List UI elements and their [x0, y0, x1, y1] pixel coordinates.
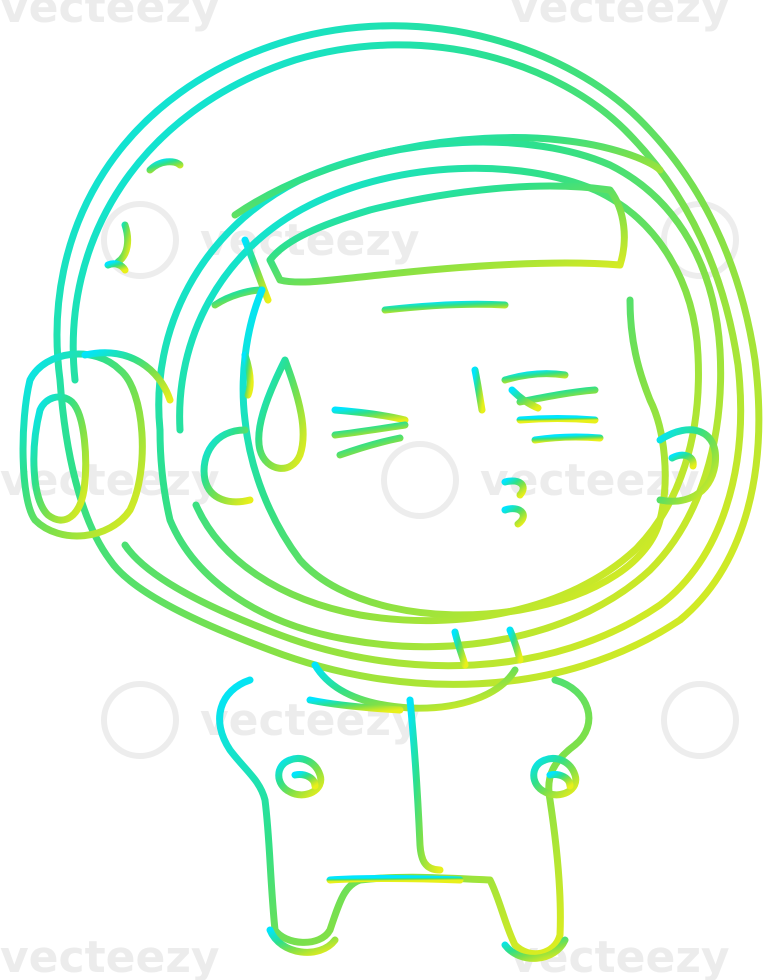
left-eye-upper	[331, 406, 409, 424]
chin-stubble-1	[451, 628, 469, 669]
helmet-outer-shell	[53, 22, 763, 688]
left-eye-tick	[336, 434, 404, 459]
helmet-detail-mark-1	[146, 158, 184, 174]
suit-zipper	[406, 696, 444, 874]
ear-left	[200, 426, 254, 506]
mouth-lower	[501, 505, 527, 528]
helmet-inner-rim	[69, 41, 745, 670]
forehead-line	[381, 300, 509, 314]
right-eye-lower	[516, 415, 599, 424]
hair-band	[266, 182, 628, 286]
collar-strap	[306, 696, 404, 714]
mouth-upper	[501, 477, 527, 499]
left-hand	[275, 755, 325, 799]
left-boot	[266, 926, 339, 956]
helmet-detail-mark-3	[104, 260, 129, 274]
face-outline	[239, 286, 669, 619]
chin-stubble-2	[506, 626, 524, 664]
ear-right-inner	[668, 451, 697, 470]
helmet-top-seam	[231, 134, 664, 219]
ear-piece-outer	[19, 350, 146, 540]
helmet-visor-inner	[176, 164, 702, 625]
watermark-text: vecteezy	[0, 932, 220, 980]
right-brow-mark-2	[508, 386, 542, 412]
astronaut-drawing	[19, 22, 763, 962]
sweat-drop-mark	[241, 351, 254, 399]
ear-right	[656, 426, 720, 505]
right-boot	[501, 936, 569, 962]
right-hand-grip	[546, 771, 574, 790]
left-hand-grip	[291, 771, 319, 790]
watermark-text: vecteezy	[510, 0, 730, 33]
ear-piece-inner	[30, 393, 90, 524]
left-brow-mark	[471, 366, 486, 414]
suit-seam	[326, 875, 464, 884]
watermark-text: vecteezy	[0, 0, 220, 33]
right-eye-upper	[516, 386, 599, 406]
right-eye-tick	[531, 433, 604, 444]
left-eye-lower	[331, 421, 409, 439]
helmet-detail-mark-2	[114, 221, 132, 266]
watermark-layer: vecteezy vecteezy vecteezy vecteezy vect…	[0, 0, 739, 980]
ear-piece-rim	[81, 349, 174, 404]
hair-strand-1	[241, 236, 272, 304]
sweat-drop	[255, 356, 307, 472]
right-hand	[530, 755, 580, 799]
right-brow-mark	[501, 370, 569, 384]
